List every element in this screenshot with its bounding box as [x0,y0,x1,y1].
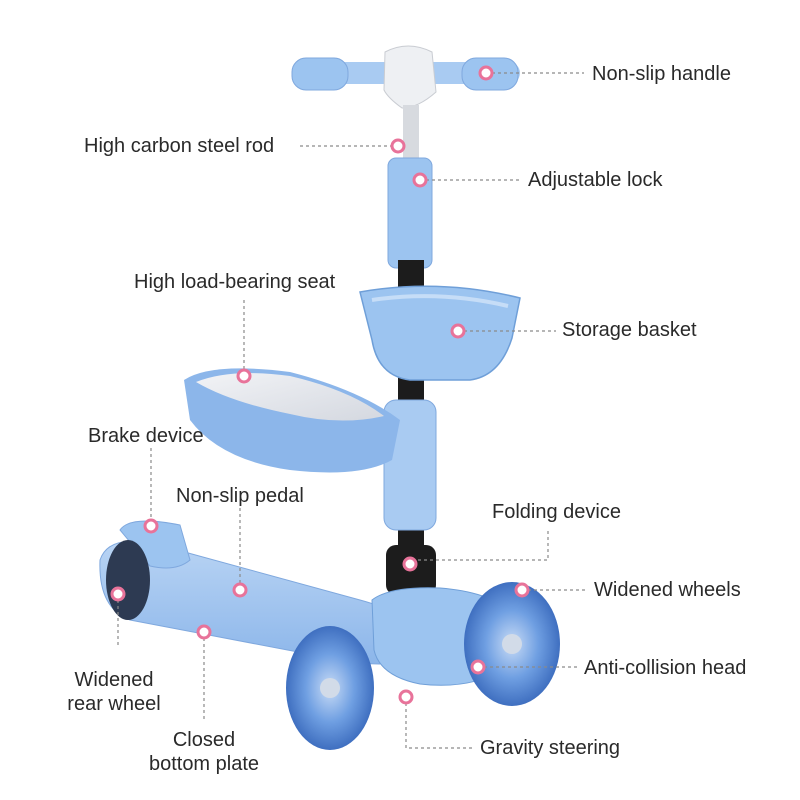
label-closed-bottom-plate-line2: bottom plate [148,753,260,775]
label-widened-rear-wheel-line2: rear wheel [67,693,161,715]
label-storage-basket: Storage basket [562,319,697,341]
label-closed-bottom-plate: Closed bottom plate [140,728,268,776]
label-widened-wheels: Widened wheels [594,579,741,601]
label-high-load-bearing-seat: High load-bearing seat [134,271,336,293]
label-adjustable-lock: Adjustable lock [528,169,663,191]
label-gravity-steering: Gravity steering [480,737,621,759]
rear-wheel-shape [106,540,150,620]
marker-dots [110,65,530,705]
label-widened-rear-wheel: Widened rear wheel [58,668,170,716]
storage-basket-shape [359,285,521,381]
label-widened-rear-wheel-line1: Widened [74,669,154,691]
label-folding-device: Folding device [492,501,621,523]
handlebar [291,45,520,109]
seat-shape [184,368,400,473]
label-closed-bottom-plate-line1: Closed [172,729,236,751]
label-non-slip-pedal: Non-slip pedal [176,485,304,507]
leader-lines [117,72,588,749]
label-brake-device: Brake device [88,425,204,447]
front-wheels-shape [286,582,560,750]
label-high-carbon-steel-rod: High carbon steel rod [84,135,275,157]
label-non-slip-handle: Non-slip handle [592,63,731,85]
label-anti-collision-head: Anti-collision head [584,657,747,679]
